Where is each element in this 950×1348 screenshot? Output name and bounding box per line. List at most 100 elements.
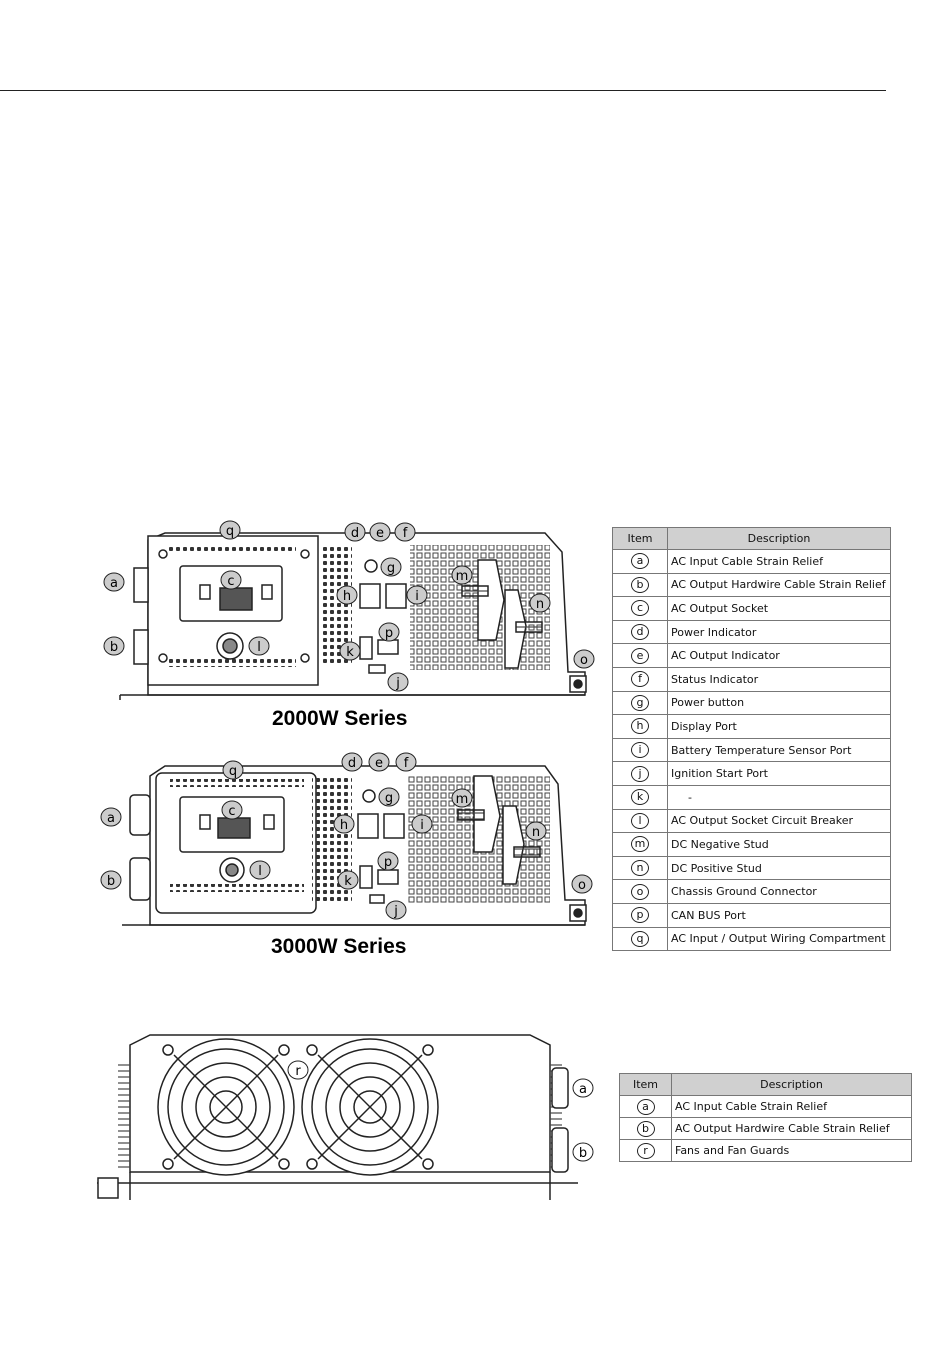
legend-header-item: Item — [612, 527, 668, 550]
svg-text:p: p — [385, 626, 393, 641]
svg-text:r: r — [295, 1064, 301, 1079]
svg-text:k: k — [344, 874, 352, 889]
legend-item-letter: f — [631, 671, 649, 688]
svg-text:d: d — [348, 756, 356, 771]
legend-item-description: AC Output Hardwire Cable Strain Relief — [671, 1117, 912, 1140]
legend-header-description: Description — [667, 527, 891, 550]
svg-text:g: g — [385, 791, 393, 806]
svg-text:k: k — [346, 645, 354, 660]
legend-item-key: h — [612, 714, 668, 739]
legend-item-description: Chassis Ground Connector — [667, 879, 891, 904]
legend-item-letter: e — [631, 647, 649, 664]
callout-n-2000: n — [529, 593, 551, 613]
fan-right — [301, 1038, 439, 1176]
legend-header-row: Item Description — [619, 1073, 912, 1096]
legend-item-letter: p — [631, 907, 649, 924]
callout-a-rear: a — [572, 1078, 594, 1098]
legend-item-description: AC Output Socket Circuit Breaker — [667, 808, 891, 834]
callout-m-3000: m — [451, 788, 473, 808]
legend-item-description: AC Output Socket — [667, 596, 891, 621]
callout-q-2000: q — [219, 520, 241, 540]
legend-item-key: n — [612, 855, 668, 881]
legend-item-key: p — [612, 902, 668, 928]
legend-item-key: d — [612, 619, 668, 645]
legend-row: r Fans and Fan Guards — [619, 1139, 912, 1162]
legend-item-letter: g — [631, 694, 649, 711]
callout-h-3000: h — [333, 814, 355, 834]
callout-c-3000: c — [221, 800, 243, 820]
callout-i-2000: i — [406, 585, 428, 605]
legend-item-key: a — [619, 1095, 672, 1118]
legend-item-description: Display Port — [667, 714, 891, 739]
legend-item-letter: k — [631, 789, 649, 806]
svg-text:c: c — [227, 574, 234, 589]
svg-text:j: j — [393, 904, 398, 919]
callout-f-2000: f — [394, 522, 416, 542]
svg-text:l: l — [257, 640, 261, 655]
callout-c-2000: c — [220, 570, 242, 590]
legend-item-key: b — [619, 1117, 672, 1140]
legend-header-row: Item Description — [612, 527, 891, 550]
svg-text:o: o — [580, 653, 588, 668]
svg-text:n: n — [536, 597, 544, 612]
legend-item-letter: a — [631, 553, 649, 570]
callout-a-3000: a — [100, 807, 122, 827]
callout-i-3000: i — [411, 814, 433, 834]
callout-l-2000: l — [248, 636, 270, 656]
callout-q-3000: q — [222, 760, 244, 780]
callout-k-2000: k — [339, 641, 361, 661]
callout-b-3000: b — [100, 870, 122, 890]
legend-item-key: j — [612, 761, 668, 786]
legend-item-description: AC Input Cable Strain Relief — [671, 1095, 912, 1118]
inverter-rear — [97, 1034, 578, 1200]
callout-l-3000: l — [249, 860, 271, 880]
legend-row: o Chassis Ground Connector — [612, 879, 891, 904]
legend-item-letter: a — [636, 1098, 655, 1115]
legend-table-rear: Item Description a AC Input Cable Strain … — [619, 1073, 912, 1162]
fan-left — [157, 1038, 295, 1176]
callout-r-rear: r — [287, 1060, 309, 1080]
callout-p-2000: p — [378, 622, 400, 642]
legend-item-letter: b — [636, 1120, 655, 1137]
svg-text:q: q — [226, 524, 234, 539]
legend-item-key: b — [612, 572, 668, 598]
svg-text:a: a — [579, 1082, 587, 1097]
callout-m-2000: m — [451, 565, 473, 585]
legend-item-description: AC Input / Output Wiring Compartment — [667, 926, 891, 952]
svg-text:h: h — [343, 589, 351, 604]
series-2000-title: 2000W Series — [272, 707, 408, 730]
legend-item-description: - — [667, 784, 891, 810]
callout-a-2000: a — [103, 572, 125, 592]
svg-text:b: b — [579, 1146, 587, 1161]
svg-text:b: b — [110, 640, 118, 655]
legend-item-letter: n — [631, 860, 649, 877]
callout-g-3000: g — [378, 787, 400, 807]
header-rule — [0, 90, 886, 91]
callout-n-3000: n — [525, 821, 547, 841]
legend-item-key: m — [612, 832, 668, 857]
callout-e-3000: e — [368, 752, 390, 772]
callout-b-rear: b — [572, 1142, 594, 1162]
callout-h-2000: h — [336, 585, 358, 605]
legend-item-letter: o — [631, 883, 649, 900]
legend-item-key: q — [612, 926, 668, 952]
legend-item-description: Power button — [667, 690, 891, 716]
callouts: q d e f a c m h g i n p b l k o j q d e … — [100, 520, 595, 1162]
legend-item-description: Fans and Fan Guards — [671, 1139, 912, 1162]
legend-item-description: Battery Temperature Sensor Port — [667, 737, 891, 763]
legend-item-key: k — [612, 784, 668, 810]
svg-text:p: p — [384, 855, 392, 870]
svg-text:b: b — [107, 874, 115, 889]
legend-item-letter: r — [636, 1142, 655, 1159]
legend-item-description: Ignition Start Port — [667, 761, 891, 786]
